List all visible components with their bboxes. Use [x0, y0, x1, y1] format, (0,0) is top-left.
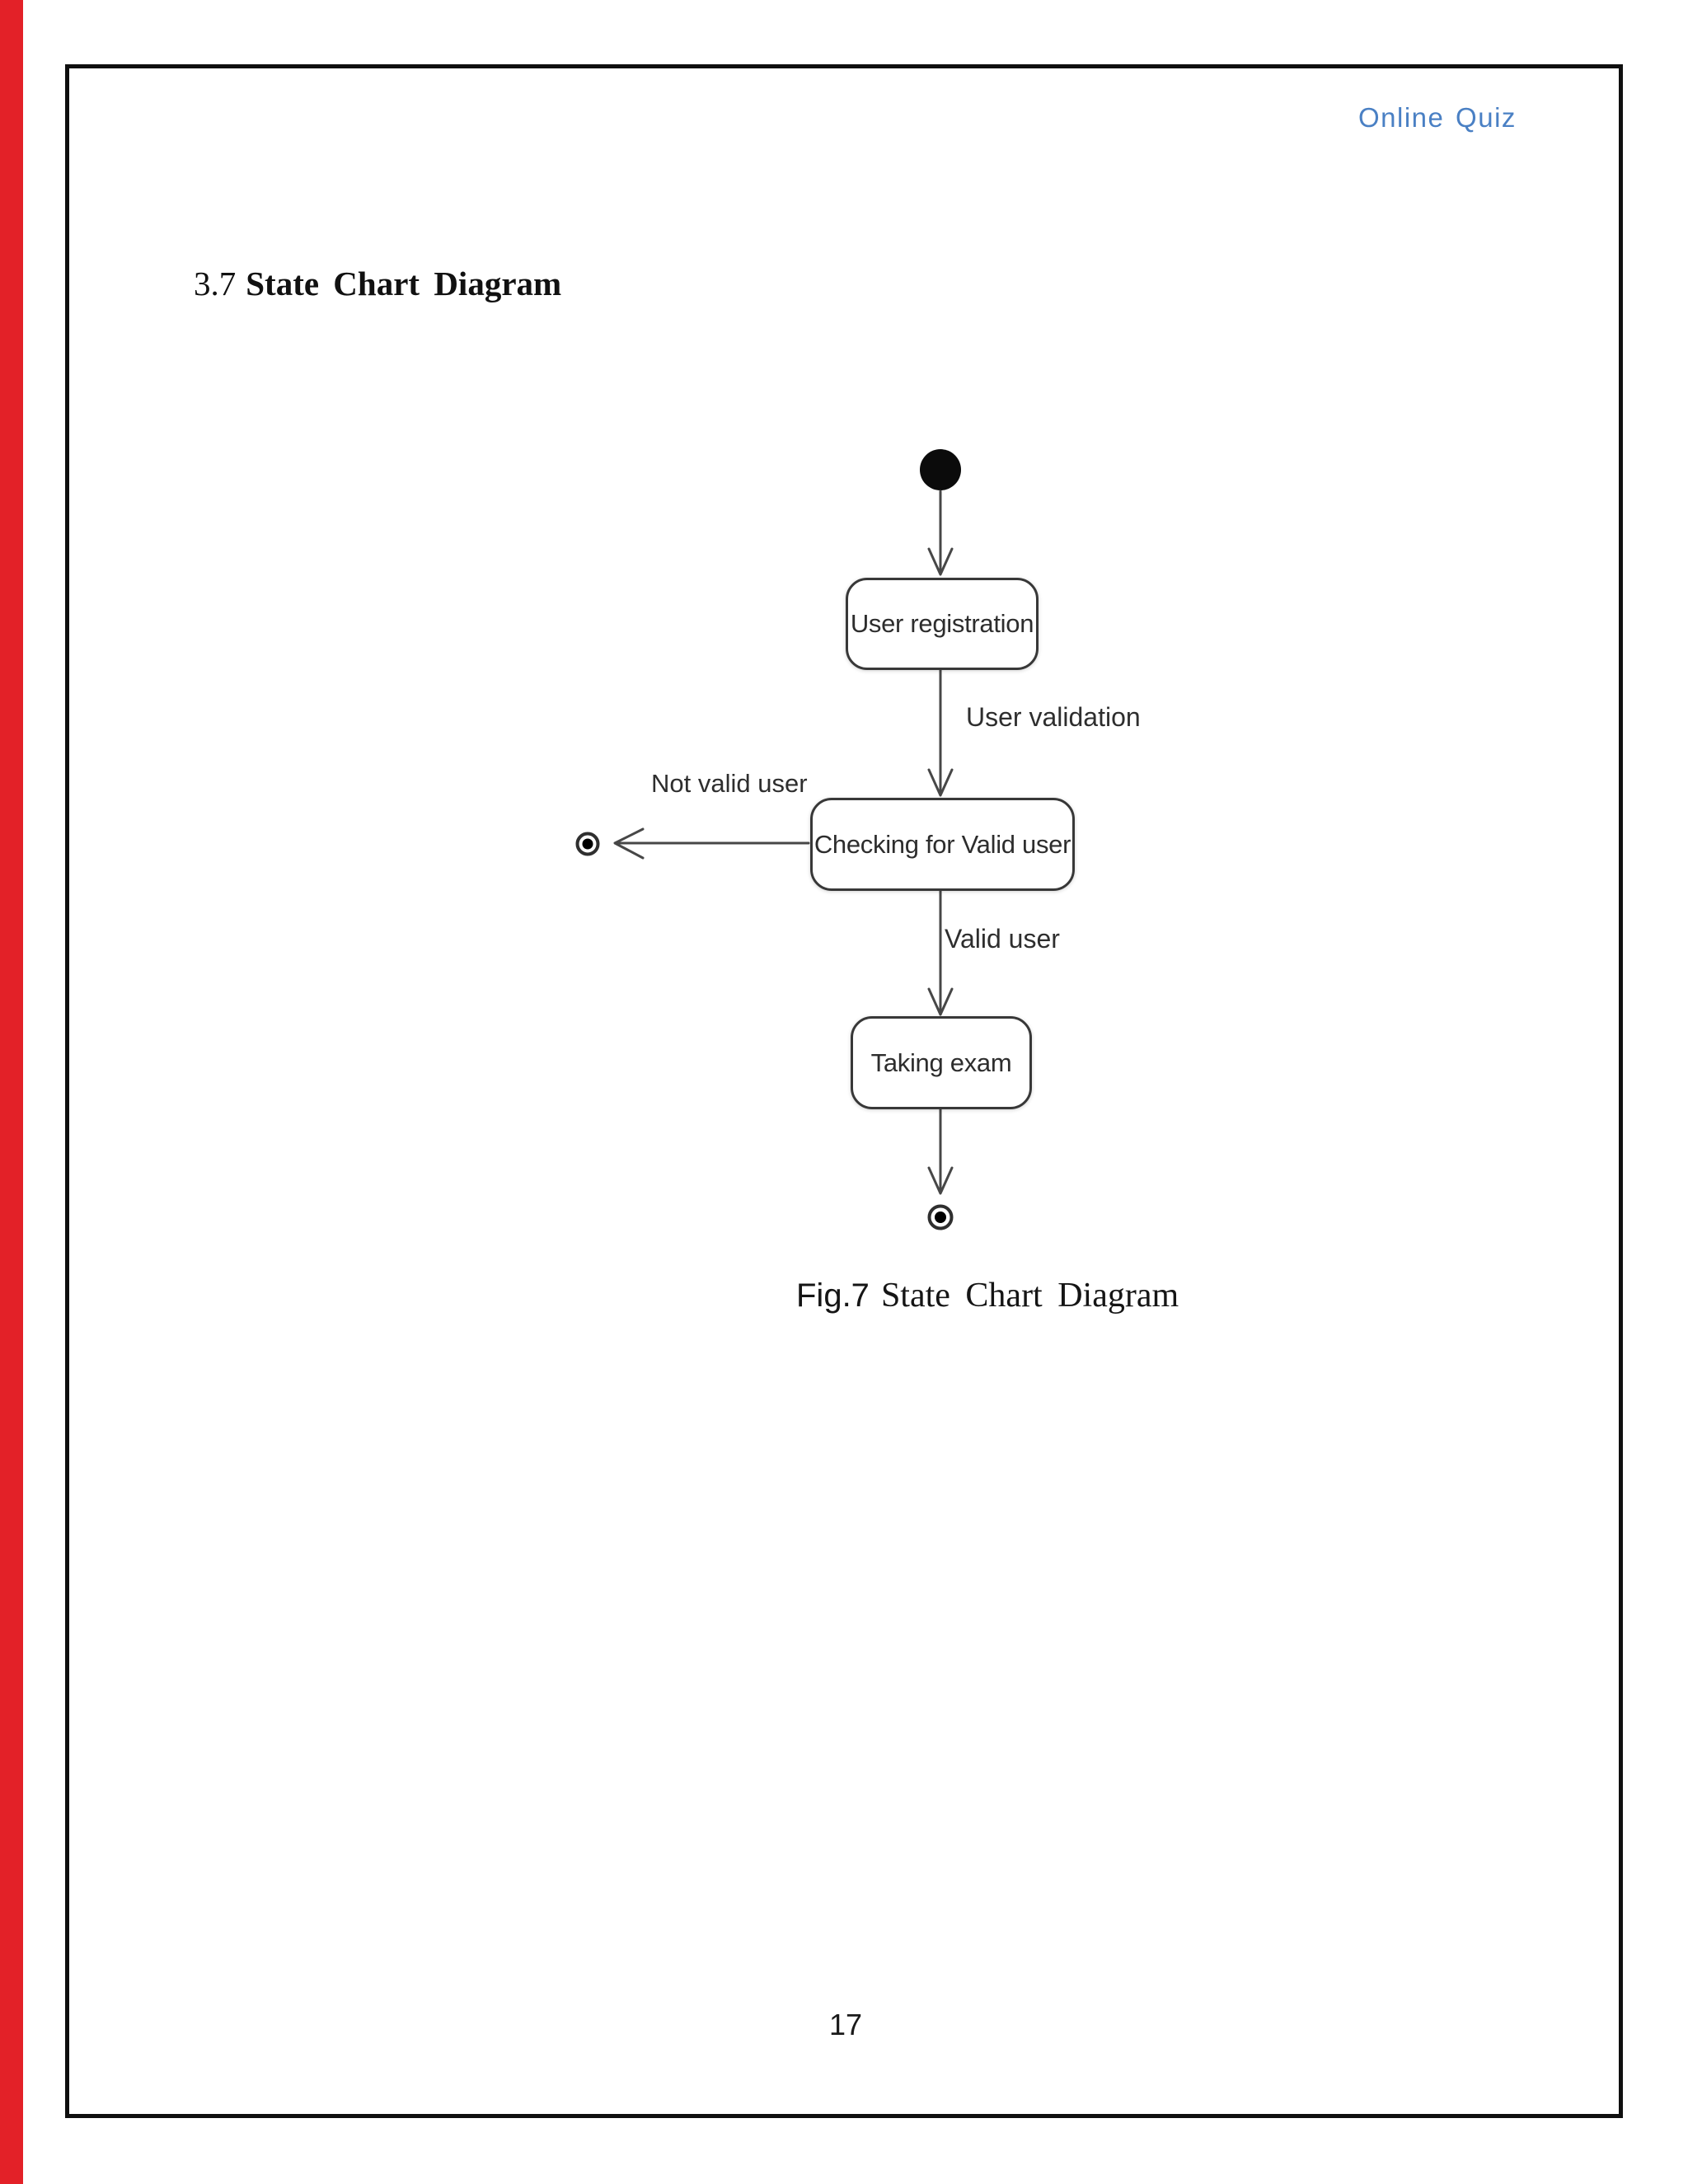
state-checking-valid-user: Checking for Valid user	[810, 798, 1075, 891]
figure-caption-number: Fig.7	[796, 1277, 870, 1314]
document-header: Online Quiz	[1358, 102, 1517, 133]
state-user-registration: User registration	[846, 578, 1039, 670]
figure-caption: Fig.7 State Chart Diagram	[796, 1276, 1179, 1315]
transition-label-not-valid-user: Not valid user	[651, 769, 808, 798]
arrowhead-down-1	[927, 547, 954, 576]
arrowhead-down-3	[927, 987, 954, 1016]
page-number: 17	[829, 2008, 863, 2041]
state-label: Checking for Valid user	[814, 829, 1071, 859]
final-state-bottom	[927, 1204, 954, 1230]
page-border	[65, 64, 1623, 2118]
section-title: State Chart Diagram	[246, 265, 562, 302]
transition-label-valid-user: Valid user	[945, 924, 1060, 954]
state-label: User registration	[850, 609, 1034, 638]
initial-state-node	[920, 449, 961, 490]
state-taking-exam: Taking exam	[851, 1016, 1032, 1109]
figure-caption-text: State Chart Diagram	[880, 1277, 1179, 1315]
red-edge-strip	[0, 0, 23, 2184]
transition-label-user-validation: User validation	[966, 702, 1141, 732]
arrowhead-down-2	[927, 768, 954, 797]
section-number: 3.7	[194, 265, 237, 302]
arrowhead-down-4	[927, 1166, 954, 1195]
arrowhead-left	[613, 827, 645, 860]
state-label: Taking exam	[870, 1047, 1012, 1077]
final-state-left	[575, 832, 600, 856]
